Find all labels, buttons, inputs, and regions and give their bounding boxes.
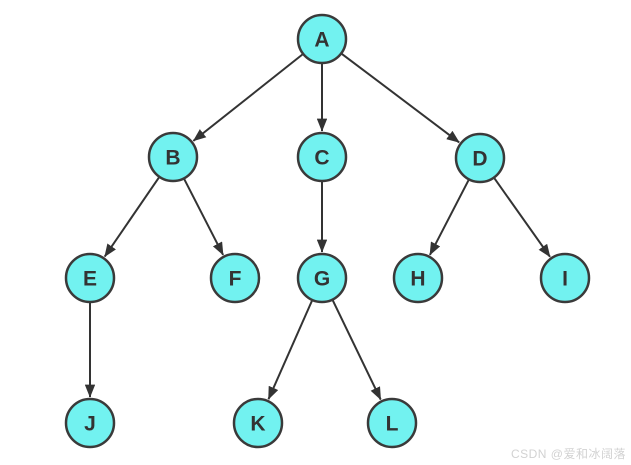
tree-node-H: H <box>392 252 444 304</box>
node-circle-H <box>392 252 444 304</box>
node-circle-L <box>366 397 418 449</box>
tree-node-J: J <box>64 397 116 449</box>
node-label-K: K <box>250 413 265 436</box>
node-circle-C <box>296 131 348 183</box>
tree-node-A: A <box>296 13 348 65</box>
node-label-I: I <box>562 268 568 291</box>
node-circle-G <box>296 252 348 304</box>
node-circle-F <box>209 252 261 304</box>
tree-node-K: K <box>232 397 284 449</box>
edges-layer <box>84 52 551 401</box>
node-circle-J <box>64 397 116 449</box>
node-label-H: H <box>410 268 425 291</box>
edge-B-F <box>183 177 224 256</box>
tree-node-C: C <box>296 131 348 183</box>
node-label-G: G <box>314 268 330 291</box>
node-label-C: C <box>314 147 329 170</box>
tree-node-D: D <box>454 132 506 184</box>
tree-node-B: B <box>147 131 199 183</box>
edge-A-B <box>192 53 304 142</box>
node-circle-E <box>64 252 116 304</box>
node-circle-I <box>539 252 591 304</box>
node-label-F: F <box>229 268 242 291</box>
edge-D-H <box>429 178 470 256</box>
node-circle-B <box>147 131 199 183</box>
node-label-A: A <box>314 29 329 52</box>
nodes-layer: A B C D E F G H I J K L <box>64 13 591 449</box>
node-label-E: E <box>83 268 97 291</box>
tree-node-F: F <box>209 252 261 304</box>
edge-D-I <box>493 177 551 258</box>
watermark: CSDN @爱和冰阔落 <box>510 447 626 461</box>
edge-G-L <box>331 299 382 401</box>
node-label-D: D <box>472 148 487 171</box>
tree-node-L: L <box>366 397 418 449</box>
node-circle-K <box>232 397 284 449</box>
edge-B-E <box>103 176 161 258</box>
node-label-B: B <box>165 147 180 170</box>
node-label-L: L <box>386 413 399 436</box>
tree-node-I: I <box>539 252 591 304</box>
tree-node-G: G <box>296 252 348 304</box>
node-circle-D <box>454 132 506 184</box>
node-circle-A <box>296 13 348 65</box>
edge-G-K <box>267 299 314 400</box>
node-label-J: J <box>84 413 96 436</box>
tree-node-E: E <box>64 252 116 304</box>
edge-A-D <box>340 52 460 144</box>
